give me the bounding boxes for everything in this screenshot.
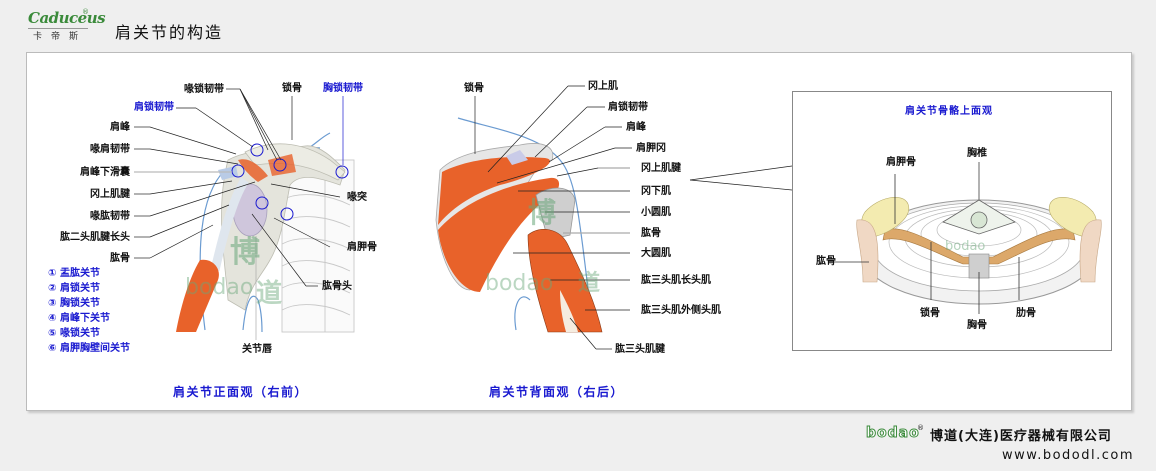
top-view-title: 肩关节骨骼上面观 — [905, 106, 993, 117]
svg-text:博: 博 — [528, 196, 556, 229]
front-view-caption: 肩关节正面观（右前） — [173, 385, 309, 399]
label-sternoclavicular-ligament: 胸锁韧带 — [323, 83, 363, 94]
label-scapular-spine: 肩胛冈 — [636, 143, 666, 154]
label-coracoacromial-ligament: 喙肩韧带 — [90, 144, 130, 155]
label-clavicle-front: 锁骨 — [282, 83, 302, 94]
label-supraspinatus: 冈上肌 — [588, 81, 618, 92]
svg-text:道: 道 — [256, 278, 282, 309]
logo-divider — [28, 28, 88, 29]
back-view-caption: 肩关节背面观（右后） — [489, 385, 625, 399]
footer-website-url[interactable]: www.bododl.com — [1002, 448, 1135, 463]
label-scapula-front: 肩胛骨 — [347, 242, 377, 253]
legend-subacromial: ④ 肩峰下关节 — [48, 313, 110, 324]
page-title: 肩关节的构造 — [115, 23, 224, 42]
logo-chinese: 卡帝斯 — [33, 32, 88, 42]
label-triceps-lateral-head: 肱三头肌外侧头肌 — [641, 305, 721, 316]
label-teres-minor: 小圆肌 — [641, 207, 671, 218]
legend-glenohumeral: ① 盂肱关节 — [48, 268, 100, 279]
label-acromion: 肩峰 — [110, 122, 130, 133]
joint-legend: ① 盂肱关节 ② 肩锁关节 ③ 胸锁关节 ④ 肩峰下关节 ⑤ 喙锁关节 ⑥ 肩胛… — [48, 266, 130, 356]
label-humerus-back: 肱骨 — [641, 228, 661, 239]
label-biceps-long-head-tendon: 肱二头肌腱长头 — [60, 232, 130, 243]
label-supraspinatus-tendon: 冈上肌腱 — [90, 189, 130, 200]
svg-text:博: 博 — [230, 235, 260, 270]
label-acromion-back: 肩峰 — [626, 122, 646, 133]
footer-company-name: 博道(大连)医疗器械有限公司 — [930, 429, 1112, 444]
svg-text:bodao: bodao — [945, 239, 985, 254]
label-triceps-tendon: 肱三头肌腱 — [615, 344, 665, 355]
label-infraspinatus: 冈下肌 — [641, 186, 671, 197]
label-clavicle-back: 锁骨 — [464, 83, 484, 94]
footer-brand-logo: bodao — [866, 425, 920, 442]
label-humeral-head: 肱骨头 — [322, 281, 352, 292]
label-coracohumeral-ligament: 喙肱韧带 — [90, 211, 130, 222]
label-supraspinatus-tendon-back: 冈上肌腱 — [641, 163, 681, 174]
back-view-illustration: 博 bodao 道 — [435, 85, 793, 350]
label-triceps-long-head: 肱三头肌长头肌 — [641, 275, 711, 286]
label-ac-ligament-back: 肩锁韧带 — [608, 102, 648, 113]
svg-text:道: 道 — [578, 270, 600, 296]
label-coracoid: 喙突 — [347, 192, 367, 203]
top-view-inset: bodao — [792, 91, 1112, 351]
label-glenoid-labrum: 关节唇 — [242, 344, 272, 355]
svg-text:bodao: bodao — [185, 275, 253, 300]
label-coracoclavicular-ligament: 喙锁韧带 — [184, 84, 224, 95]
legend-acromioclavicular: ② 肩锁关节 — [48, 283, 100, 294]
label-acromioclavicular-ligament: 肩锁韧带 — [134, 102, 174, 113]
label-sternum: 胸骨 — [967, 320, 987, 331]
logo-wordmark: Caduceus — [28, 9, 106, 27]
logo-registered-mark: ® — [82, 8, 89, 16]
front-view-illustration: 博 bodao 道 — [134, 88, 355, 340]
footer-registered-mark: ® — [917, 424, 924, 432]
label-humerus-front: 肱骨 — [110, 253, 130, 264]
svg-text:bodao: bodao — [485, 271, 553, 296]
label-clavicle-top: 锁骨 — [920, 308, 940, 319]
top-view-illustration: bodao — [833, 162, 1102, 314]
label-thoracic-vertebra: 胸椎 — [967, 148, 987, 159]
legend-coracoclavicular: ⑤ 喙锁关节 — [48, 328, 100, 339]
label-rib: 肋骨 — [1016, 308, 1036, 319]
legend-scapulothoracic: ⑥ 肩胛胸壁间关节 — [48, 343, 130, 354]
label-teres-major: 大圆肌 — [641, 248, 671, 259]
label-humerus-top: 肱骨 — [816, 256, 836, 267]
label-scapula-top: 肩胛骨 — [886, 157, 916, 168]
label-subacromial-bursa: 肩峰下滑囊 — [80, 167, 130, 178]
legend-sternoclavicular: ③ 胸锁关节 — [48, 298, 100, 309]
